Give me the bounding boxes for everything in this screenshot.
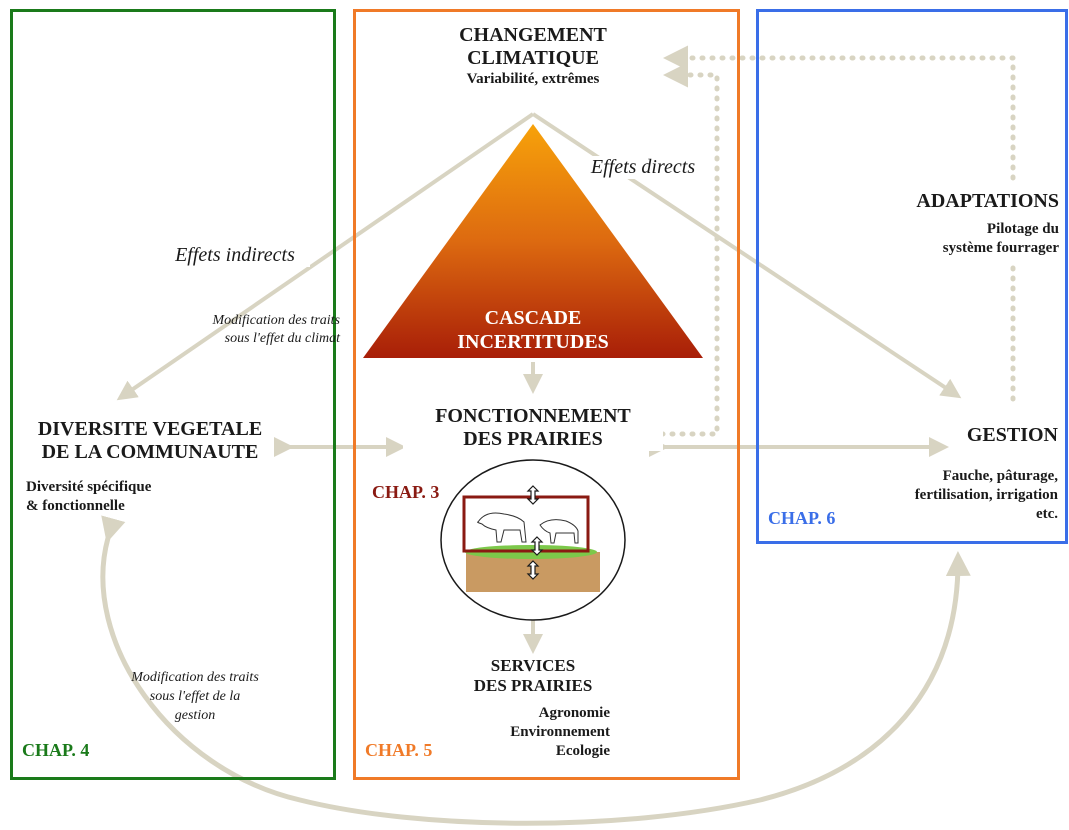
grassland-functioning-block: FONCTIONNEMENT DES PRAIRIES [403,405,663,451]
climate-traits-line1: Modification des traits [212,313,340,328]
management-traits-line3: gestion [174,708,216,723]
chapter-5-label: CHAP. 5 [365,740,433,760]
chapter-3-label: CHAP. 3 [372,482,440,502]
chapter-4-label: CHAP. 4 [22,740,90,760]
plant-diversity-line2: & fonctionnelle [26,498,125,514]
adaptations-block: ADAPTATIONS Pilotage du système fourrage… [880,188,1065,258]
adaptations-title: ADAPTATIONS [880,188,1065,214]
plant-diversity-title-line1: DIVERSITE VEGETALE [37,418,263,440]
chapter-6-box [756,9,1068,544]
climate-traits-note: Modification des traits sous l'effet du … [130,312,340,348]
plant-diversity-line1: Diversité spécifique [26,479,152,495]
grassland-services-block: SERVICES DES PRAIRIES Agronomie Environn… [428,656,638,761]
management-traits-line1: Modification des traits [131,670,259,685]
management-traits-line2: sous l'effet de la [149,689,241,704]
grassland-ecosystem-illustration [440,459,626,621]
indirect-effects-label: Effets indirects [160,244,310,267]
climate-change-block: CHANGEMENT CLIMATIQUE Variabilité, extrê… [393,24,673,89]
adaptations-line2: système fourrager [880,239,1065,258]
management-traits-note: Modification des traits sous l'effet de … [100,668,290,725]
climate-change-title-line2: CLIMATIQUE [467,47,599,69]
functioning-feedback-dotted [659,62,720,437]
indirect-effects-line [116,112,535,401]
chapter-5-box [353,9,740,780]
chapter-6-label: CHAP. 6 [768,508,836,528]
cascade-label-line2: INCERTITUDES [457,331,609,353]
direct-effects-label: Effets directs [578,156,708,179]
cascade-label-line1: CASCADE [484,307,582,329]
grassland-functioning-line2: DES PRAIRIES [463,428,603,450]
management-block: GESTION Fauche, pâturage, fertilisation,… [860,423,1064,524]
plant-diversity-title-line2: DE LA COMMUNAUTE [41,441,259,463]
management-line2: fertilisation, irrigation [914,487,1058,503]
plant-diversity-block: DIVERSITE VEGETALE DE LA COMMUNAUTE Dive… [20,418,280,516]
management-line1: Fauche, pâturage, [942,468,1058,484]
services-item-agronomy: Agronomie [538,705,610,721]
climate-change-title-line1: CHANGEMENT [459,24,607,46]
climate-change-subtitle: Variabilité, extrêmes [466,71,600,87]
adaptation-feedback-dotted [663,45,1016,181]
chapter-4-box [10,9,336,780]
uncertainty-cascade-triangle [363,124,703,358]
adaptations-line1: Pilotage du [880,220,1065,239]
services-item-ecology: Ecologie [555,743,610,759]
management-line3: etc. [1035,506,1058,522]
grassland-functioning-line1: FONCTIONNEMENT [435,405,631,427]
cascade-label: CASCADE INCERTITUDES [413,306,653,354]
management-traits-arc [100,515,971,826]
services-item-environment: Environnement [510,724,610,740]
management-title: GESTION [966,424,1058,446]
grassland-services-line2: DES PRAIRIES [473,676,593,695]
grassland-services-line1: SERVICES [490,656,576,675]
climate-traits-line2: sous l'effet du climat [224,331,340,346]
